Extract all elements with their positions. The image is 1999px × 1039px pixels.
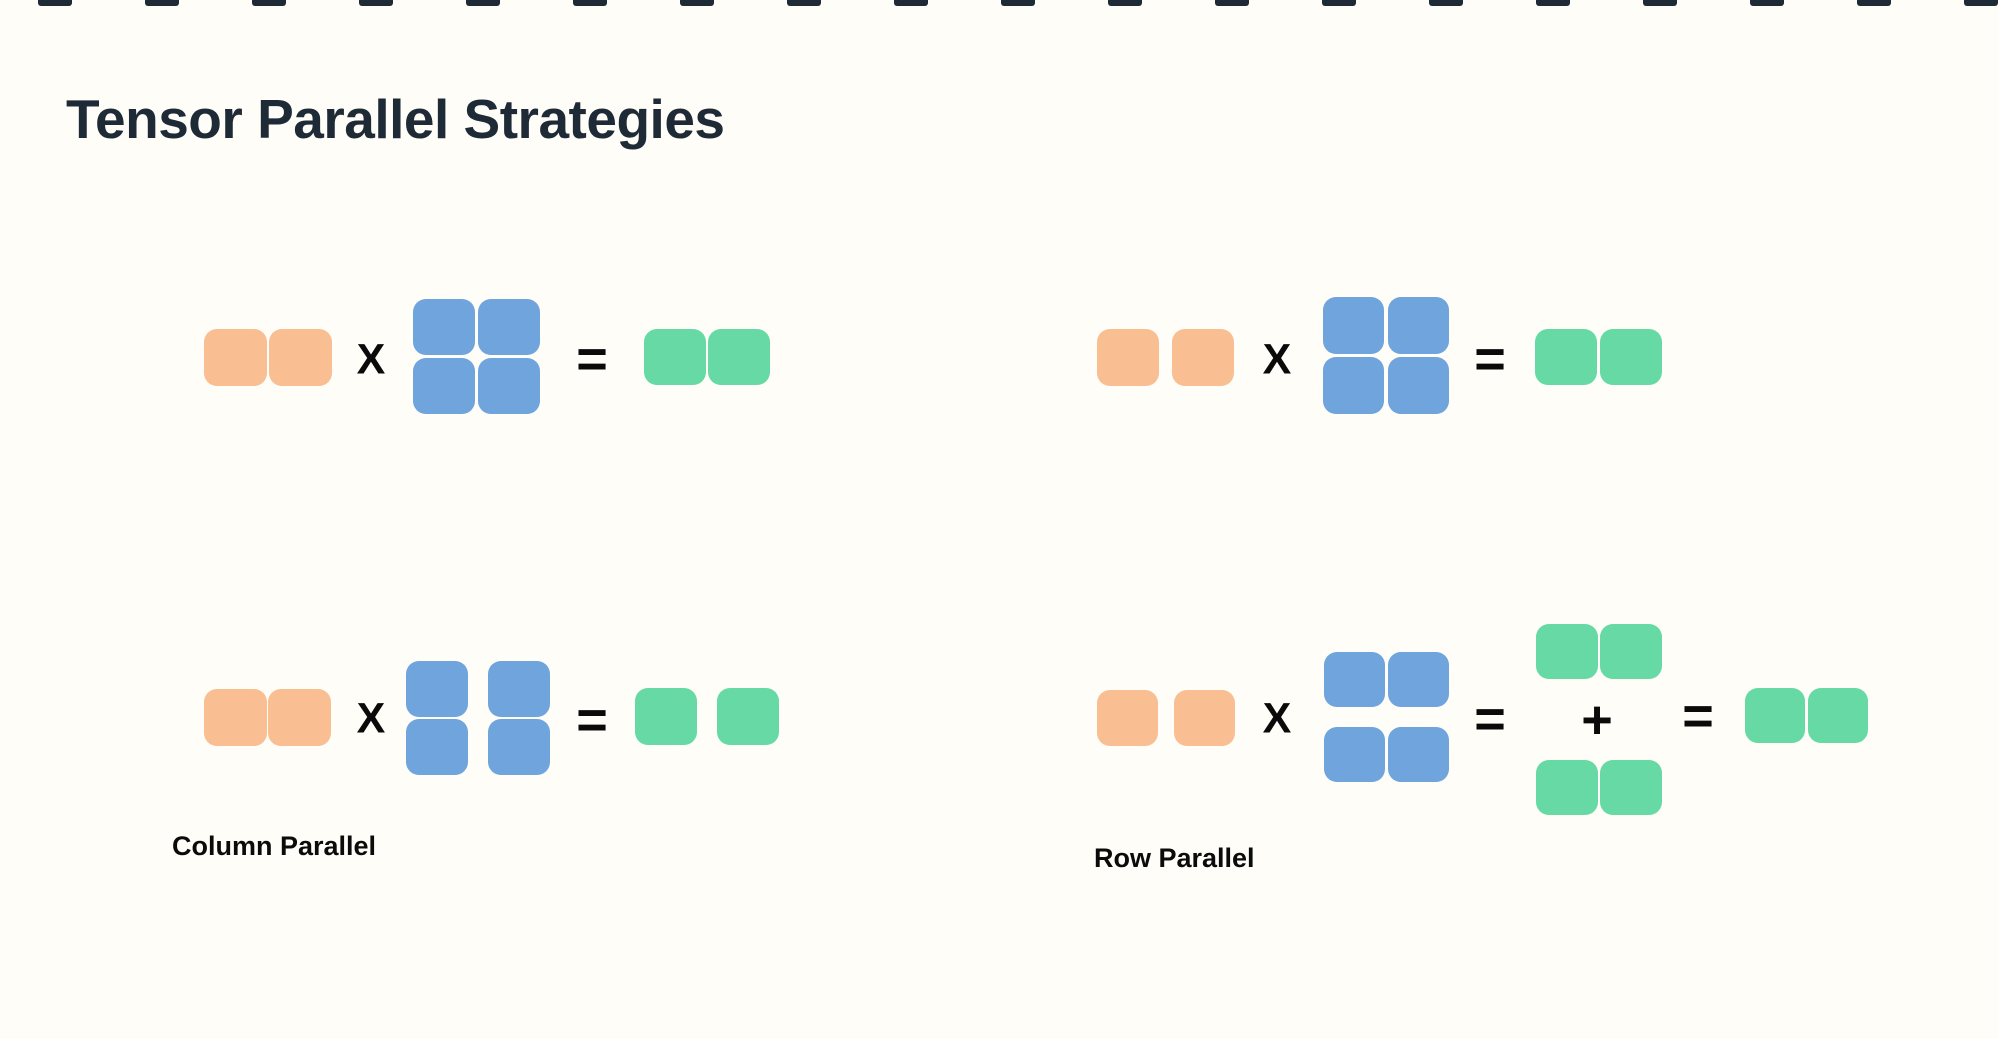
top-left-replicated-weight-block [413,358,475,414]
top-right-replicated-input-block [1097,329,1159,386]
column-parallel-weight-block [406,719,468,775]
row-parallel-weight-block [1324,652,1385,707]
multiply-operator: X [356,335,386,384]
page-title: Tensor Parallel Strategies [66,87,725,150]
row-parallel-output-block [1808,688,1868,743]
top-right-replicated-output-block [1535,329,1597,385]
row-parallel-partial-block [1600,760,1662,815]
top-edge-square [38,0,72,6]
top-left-replicated-output-block [708,329,770,385]
column-parallel-weight-block [488,661,550,717]
equals-operator: = [1682,685,1714,746]
top-left-replicated-input-block [204,329,267,386]
top-left-replicated-input-block [269,329,332,386]
row-parallel-weight-block [1388,727,1449,782]
top-edge-square [359,0,393,6]
multiply-operator: X [1262,694,1292,743]
multiply-operator: X [356,694,386,743]
top-right-replicated-input-block [1172,329,1234,386]
row-parallel-partial-block [1536,624,1598,679]
row-parallel-output-block [1745,688,1805,743]
equals-operator: = [1474,328,1506,389]
equals-operator: = [576,328,608,389]
top-edge-square [573,0,607,6]
top-edge-square [1001,0,1035,6]
plus-operator: + [1581,689,1613,750]
top-left-replicated-weight-block [413,299,475,355]
top-edge-square [1857,0,1891,6]
column-parallel-weight-block [406,661,468,717]
top-right-replicated-weight-block [1323,357,1384,414]
row-parallel-partial-block [1600,624,1662,679]
equals-operator: = [1474,688,1506,749]
top-edge-square [1536,0,1570,6]
top-edge-square [1643,0,1677,6]
top-left-replicated-weight-block [478,358,540,414]
multiply-operator: X [1262,335,1292,384]
top-edge-square [787,0,821,6]
row-parallel-input-block [1097,690,1158,746]
top-edge-square [1429,0,1463,6]
column-parallel-output-block [635,688,697,745]
column-parallel-label: Column Parallel [172,831,377,861]
top-right-replicated-output-block [1600,329,1662,385]
top-edge-square [252,0,286,6]
top-edge-square [680,0,714,6]
top-left-replicated-weight-block [478,299,540,355]
top-edge-square [145,0,179,6]
top-left-replicated-output-block [644,329,706,385]
top-edge-square [1108,0,1142,6]
column-parallel-output-block [717,688,779,745]
column-parallel-input-block [204,689,267,746]
top-edge-square [466,0,500,6]
column-parallel-weight-block [488,719,550,775]
row-parallel-input-block [1174,690,1235,746]
top-right-replicated-weight-block [1388,297,1449,354]
equals-operator: = [576,689,608,750]
top-edge-square [1322,0,1356,6]
top-edge-square [1215,0,1249,6]
top-right-replicated-weight-block [1323,297,1384,354]
row-parallel-label: Row Parallel [1094,843,1255,873]
row-parallel-weight-block [1388,652,1449,707]
row-parallel-weight-block [1324,727,1385,782]
row-parallel-partial-block [1536,760,1598,815]
top-right-replicated-weight-block [1388,357,1449,414]
top-edge-square [1964,0,1998,6]
top-edge-square [1750,0,1784,6]
column-parallel-input-block [268,689,331,746]
top-edge-square [894,0,928,6]
